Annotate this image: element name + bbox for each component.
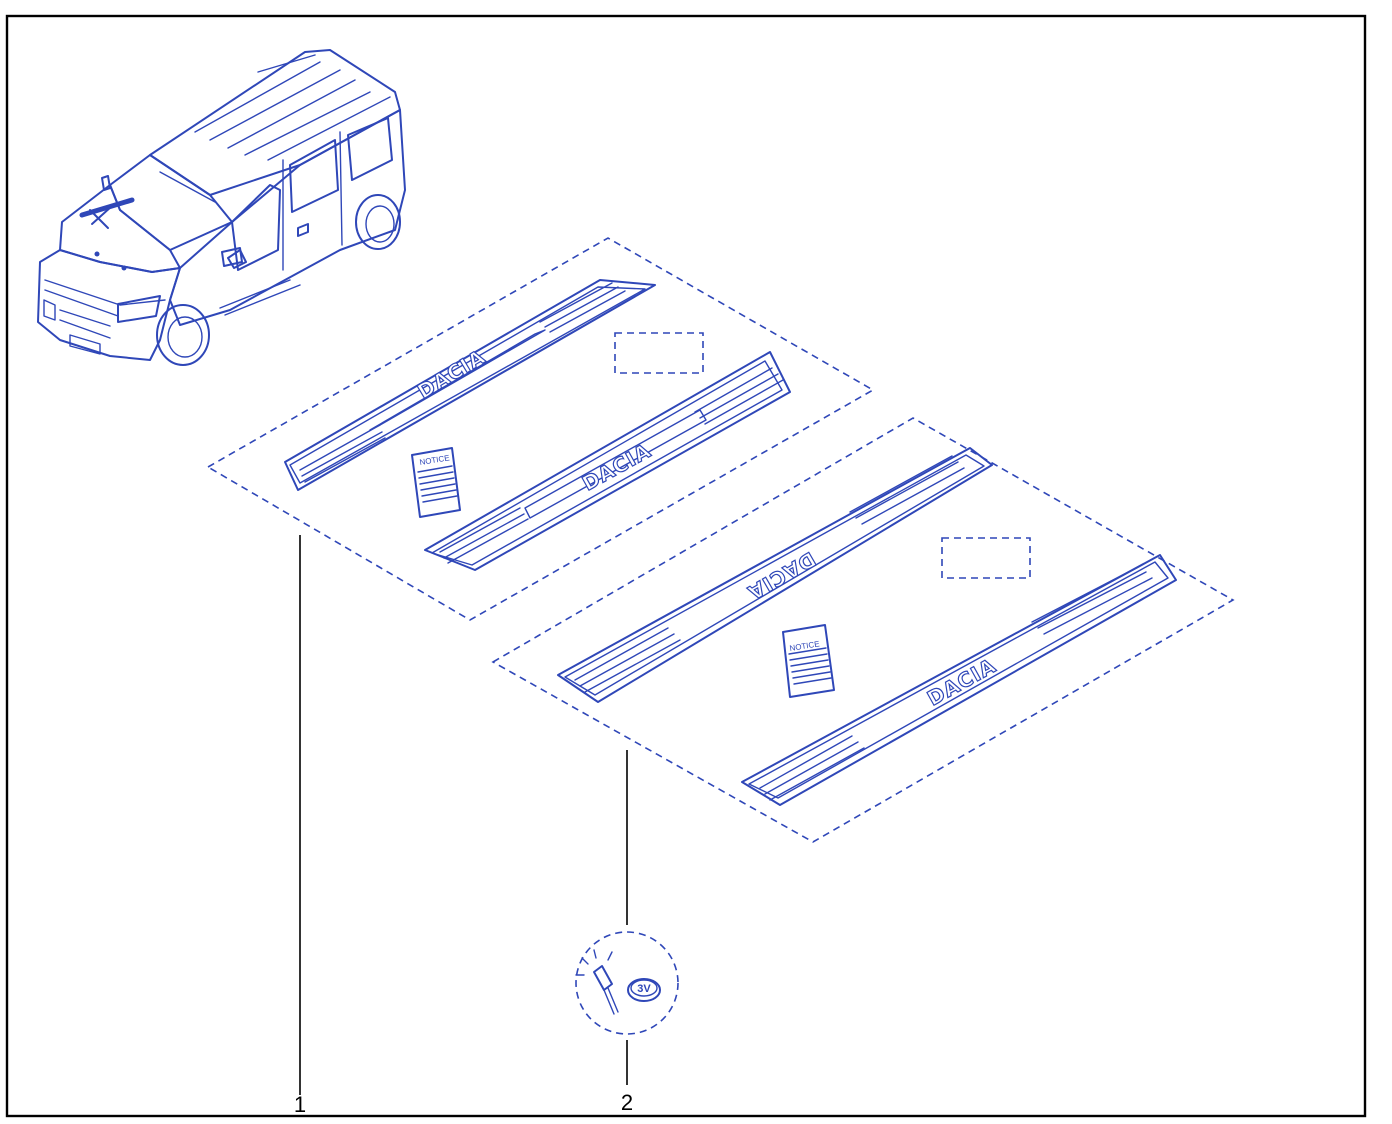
kit-2-label-placeholder	[941, 537, 1031, 579]
callout-2-label: 2	[621, 1090, 633, 1115]
kit-1-sill-plates: DACIA DACIA NOTICE	[206, 237, 875, 621]
led-battery-detail: 3V	[575, 931, 679, 1035]
kit-2-sill-plate-lower: DACIA	[741, 554, 1177, 806]
kit-2-sill-plates: DACIA DACIA NOTICE	[491, 417, 1235, 843]
van-illustration	[37, 49, 406, 366]
kit-1-label-placeholder	[614, 332, 704, 374]
led-bulb-icon	[575, 949, 619, 1015]
diagram-frame	[5, 14, 1367, 1118]
detail-circle-outline	[575, 931, 679, 1035]
kit-2-package-outline	[491, 417, 1235, 843]
kit-1-package-outline	[206, 237, 875, 621]
kit-2-notice-booklet: NOTICE	[782, 624, 835, 698]
kit-1-notice-booklet: NOTICE	[411, 447, 461, 518]
callout-1-label: 1	[294, 1092, 306, 1117]
coin-battery-icon: 3V	[627, 978, 661, 1002]
battery-voltage-label: 3V	[637, 983, 651, 995]
kit-1-sill-plate-upper: DACIA	[284, 279, 656, 491]
kit-1-notice-label: NOTICE	[419, 453, 450, 467]
kit-1-upper-brand: DACIA	[413, 344, 489, 403]
